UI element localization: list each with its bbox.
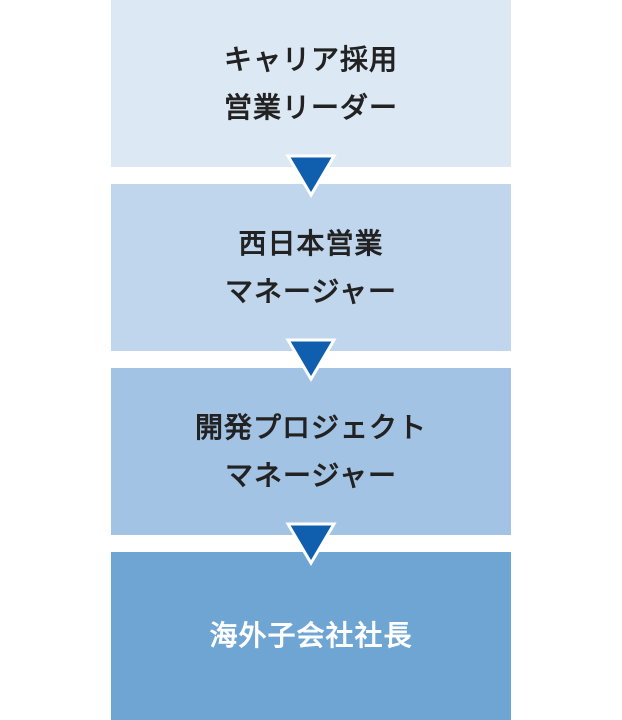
step-label-line1: 開発プロジェクト: [194, 410, 427, 444]
step-label-line2: マネージャー: [224, 274, 398, 308]
down-arrow-icon: [285, 522, 337, 566]
step-label: 海外子会社社長: [209, 612, 412, 660]
step-label-line1: 西日本営業: [238, 226, 384, 260]
step-label: キャリア採用 営業リーダー: [224, 36, 398, 132]
step-label-line1: 海外子会社社長: [209, 619, 413, 652]
career-step-west-japan-sales-manager: 西日本営業 マネージャー: [111, 184, 511, 351]
down-arrow-icon: [285, 338, 337, 382]
step-label: 開発プロジェクト マネージャー: [195, 404, 427, 500]
career-step-overseas-subsidiary-president: 海外子会社社長: [111, 552, 511, 720]
career-step-dev-project-manager: 開発プロジェクト マネージャー: [111, 368, 511, 535]
step-label: 西日本営業 マネージャー: [225, 220, 397, 316]
step-label-line2: マネージャー: [224, 458, 398, 492]
career-step-sales-leader: キャリア採用 営業リーダー: [111, 0, 511, 167]
down-arrow-icon: [285, 154, 337, 198]
step-label-line1: キャリア採用: [223, 42, 398, 76]
step-label-line2: 営業リーダー: [223, 90, 398, 124]
